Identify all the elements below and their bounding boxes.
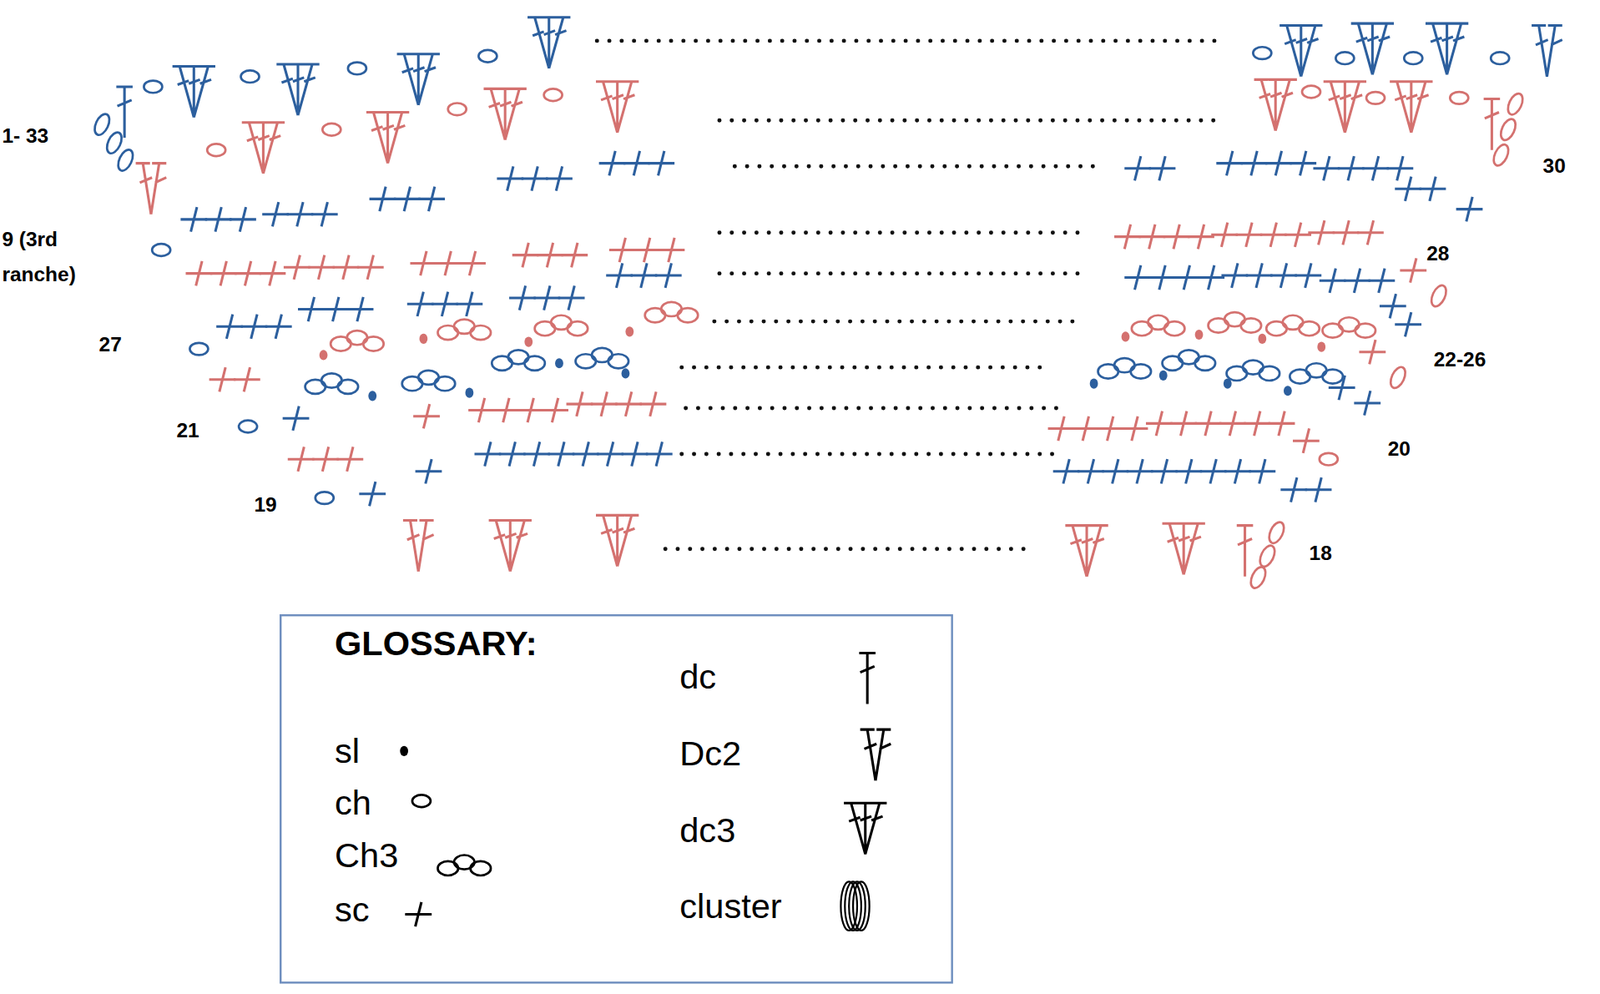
row-number: 1- 33 (1, 123, 49, 148)
row-number: 30 (1543, 152, 1566, 177)
row-number: 28 (1426, 241, 1449, 266)
row-number: 21 (176, 418, 200, 443)
glossary-heading: GLOSSARY: (334, 622, 537, 665)
glossary-samples (399, 652, 891, 931)
legend-text: sl (334, 730, 360, 773)
legend-text: dc3 (679, 809, 736, 852)
legend-text: ch (334, 781, 372, 823)
legend-text: dc (679, 656, 717, 698)
legend-text: cluster (679, 885, 782, 928)
row-number: 9 (3rd (1, 226, 58, 251)
row-number: 22-26 (1433, 347, 1487, 372)
legend-text: Dc2 (679, 732, 742, 775)
row-number: 19 (253, 491, 277, 516)
row-number: 27 (99, 331, 122, 356)
red-rounds (136, 79, 1526, 591)
legend-text: Ch3 (334, 834, 399, 877)
dotted-continuation (596, 40, 1225, 550)
blue-rounds (91, 17, 1563, 507)
glossary-box (280, 615, 952, 983)
row-number: ranche) (1, 262, 76, 287)
row-number: 20 (1388, 436, 1411, 461)
row-number: 18 (1309, 540, 1333, 566)
legend-text: sc (334, 888, 370, 931)
